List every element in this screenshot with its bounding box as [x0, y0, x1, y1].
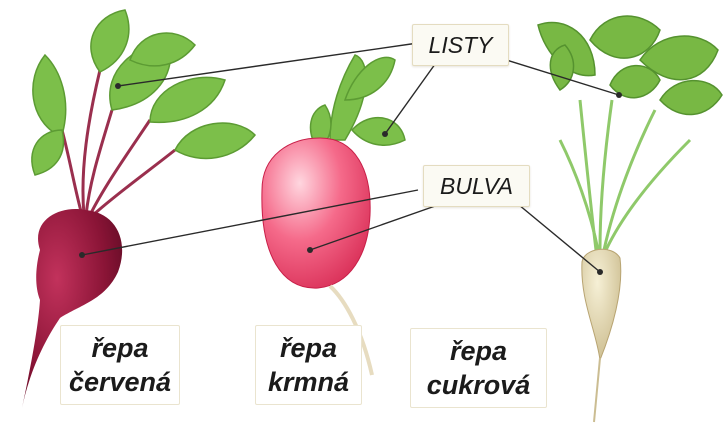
red-beet-leaves: [32, 10, 255, 175]
plant-name-line1: řepa: [450, 334, 507, 368]
sugar-beet-leaves: [538, 16, 722, 114]
plant-name-line1: řepa: [91, 331, 148, 365]
sugar-beet-taproot: [594, 358, 600, 422]
fodder-beet-leaves: [311, 55, 405, 150]
plant-name-red-beet: řepa červená: [60, 325, 180, 405]
plant-name-fodder-beet: řepa krmná: [255, 325, 362, 405]
leaves-label: LISTY: [412, 24, 509, 66]
plant-name-line1: řepa: [280, 331, 337, 365]
plant-name-line2: cukrová: [427, 368, 531, 402]
plant-name-sugar-beet: řepa cukrová: [410, 328, 547, 408]
sugar-beet-stems: [560, 100, 690, 250]
root-label: BULVA: [423, 165, 530, 207]
leaves-pointer-fodder: [385, 60, 438, 134]
plant-name-line2: červená: [69, 365, 171, 399]
fodder-beet-root: [262, 138, 370, 288]
sugar-beet-root: [582, 249, 621, 360]
sugar-beet-plant: [538, 16, 722, 422]
plant-name-line2: krmná: [268, 365, 349, 399]
